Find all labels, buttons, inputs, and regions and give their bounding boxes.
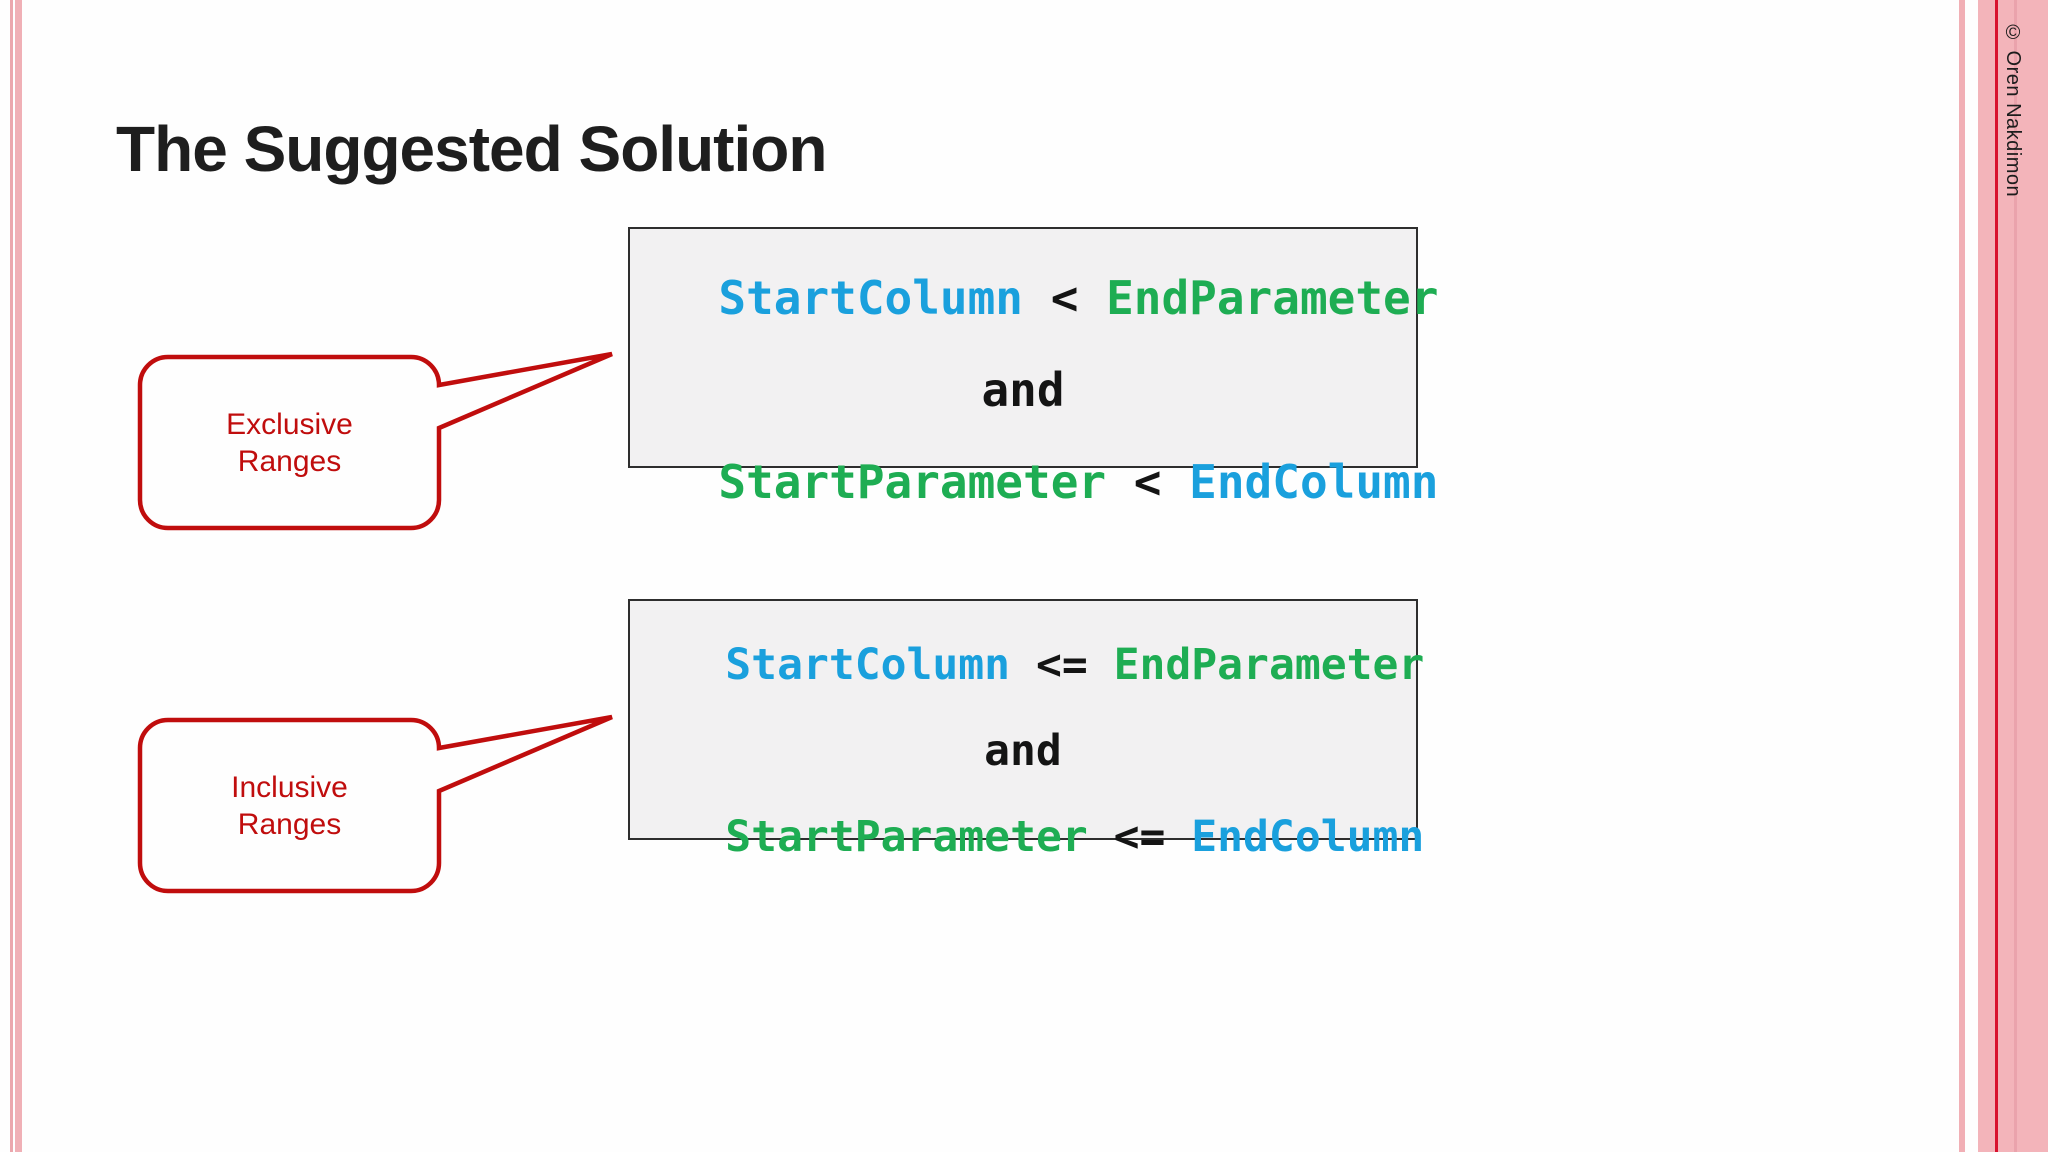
condition-line: StartParameter <= EndColumn <box>622 773 1425 902</box>
right-accent-band <box>1978 0 2048 1152</box>
callout-label-line2: Ranges <box>237 807 342 841</box>
callout-label-line2: Ranges <box>237 444 342 478</box>
code-operator: < <box>1050 271 1079 325</box>
copyright-vertical-text: © Oren Nakdimon <box>2002 22 2024 198</box>
code-operator: < <box>1133 455 1162 509</box>
left-accent-stripe-thick <box>15 0 22 1152</box>
condition-line: StartParameter < EndColumn <box>608 413 1439 551</box>
condition-box-inclusive: StartColumn <= EndParameter and StartParam… <box>628 599 1424 859</box>
code-token-end-parameter: EndParameter <box>1106 271 1439 325</box>
code-token-start-parameter: StartParameter <box>718 455 1107 509</box>
right-accent-stripe-thin <box>1959 0 1965 1152</box>
callout-label: Inclusive Ranges <box>140 720 439 891</box>
condition-line: StartColumn <= EndParameter <box>622 601 1425 730</box>
callout-inclusive-ranges: Inclusive Ranges <box>136 707 636 907</box>
left-accent-stripe-thin <box>10 0 13 1152</box>
code-token-end-column: EndColumn <box>1189 455 1439 509</box>
callout-label-line1: Inclusive <box>231 770 348 804</box>
condition-conjunction: and <box>984 726 1062 776</box>
callout-bubble-shape <box>137 351 613 531</box>
right-accent-red-line <box>1995 0 1998 1152</box>
code-token-end-parameter: EndParameter <box>1113 640 1425 690</box>
condition-line: StartColumn < EndParameter <box>608 229 1439 367</box>
code-token-end-column: EndColumn <box>1191 812 1425 862</box>
callout-exclusive-ranges: Exclusive Ranges <box>136 344 636 544</box>
right-accent-dark-line <box>2014 0 2017 1152</box>
code-token-start-parameter: StartParameter <box>725 812 1088 862</box>
code-operator: <= <box>1035 640 1088 690</box>
callout-label: Exclusive Ranges <box>140 357 439 528</box>
callout-bubble-shape <box>137 714 613 894</box>
code-operator: <= <box>1113 812 1166 862</box>
callout-label-line1: Exclusive <box>226 407 353 441</box>
condition-box-exclusive: StartColumn<EndParameter and StartParame… <box>628 227 1438 505</box>
code-token-start-column: StartColumn <box>725 640 1011 690</box>
code-token-start-column: StartColumn <box>718 271 1023 325</box>
condition-conjunction: and <box>981 363 1065 417</box>
slide-title: The Suggested Solution <box>116 112 827 185</box>
